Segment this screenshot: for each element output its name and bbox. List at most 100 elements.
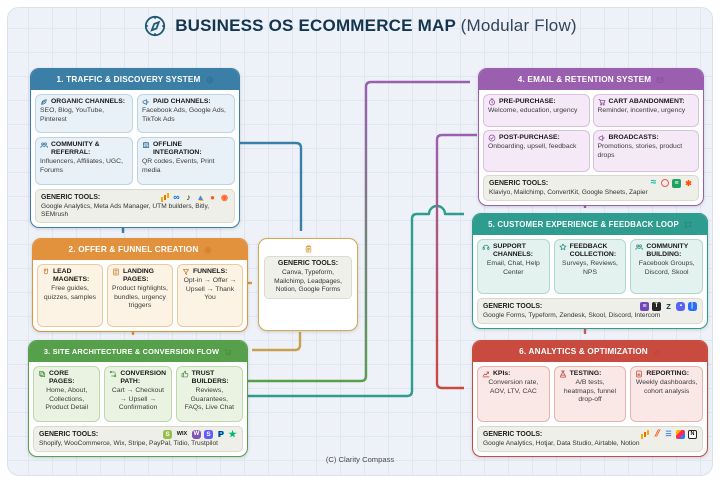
funnel-icon [182, 268, 190, 276]
compass-icon [143, 14, 167, 38]
cart-icon [598, 98, 606, 106]
shopify-icon [163, 429, 172, 439]
box-3-header: 3. SITE ARCHITECTURE & CONVERSION FLOW [29, 341, 247, 362]
layers-icon [38, 370, 46, 378]
card-cart-abandonment: CART ABANDONMENT: Reminder, incentive, u… [592, 94, 699, 128]
box-4-title: 4. EMAIL & RETENTION SYSTEM [517, 75, 652, 84]
globe-icon [206, 76, 214, 84]
box-5-tool-icons [640, 301, 697, 311]
megaphone-icon [598, 134, 606, 142]
box-1-tool-icons [160, 193, 229, 202]
typeform-icon [652, 301, 661, 311]
box-3-generic-tools: GENERIC TOOLS: Shopify, WooCommerce, Wix… [33, 425, 243, 452]
chat-bubble-icon [684, 221, 692, 229]
timer-icon [488, 98, 496, 106]
card-trust-builders: TRUST BUILDERS: Reviews, Guarantees, FAQ… [175, 366, 243, 422]
page-icon [112, 268, 120, 276]
box-6-title: 6. ANALYTICS & OPTIMIZATION [519, 347, 648, 356]
title-main: BUSINESS OS ECOMMERCE MAP [175, 16, 456, 35]
box-2-offer-funnel: 2. OFFER & FUNNEL CREATION LEAD MAGNETS:… [32, 238, 248, 332]
hotjar-icon [652, 430, 661, 439]
box-5-header: 5. CUSTOMER EXPERIENCE & FEEDBACK LOOP [473, 214, 707, 235]
card-funnels: FUNNELS: Opt-in → Offer → Upsell → Thank… [177, 264, 243, 327]
flask-icon [559, 370, 567, 378]
box-6-generic-tools: GENERIC TOOLS: Google Analytics, Hotjar,… [477, 425, 703, 452]
card-community-building: COMMUNITY BUILDING: Facebook Groups, Dis… [630, 239, 703, 294]
route-icon [109, 370, 117, 378]
box-5-customer-experience: 5. CUSTOMER EXPERIENCE & FEEDBACK LOOP S… [472, 213, 708, 329]
box-4-email-retention: 4. EMAIL & RETENTION SYSTEM PRE-PURCHASE… [478, 68, 704, 206]
people-icon [635, 243, 643, 251]
box-1-header: 1. TRAFFIC & DISCOVERY SYSTEM [31, 69, 239, 90]
tiktok-icon [184, 193, 193, 202]
google-analytics-icon [640, 430, 649, 439]
star-icon [559, 243, 567, 251]
card-paid-channels: PAID CHANNELS: Facebook Ads, Google Ads,… [137, 94, 235, 134]
zendesk-icon [664, 302, 673, 311]
box-3-tool-icons [163, 429, 237, 439]
intercom-icon [688, 301, 697, 311]
box-6-analytics-optimization: 6. ANALYTICS & OPTIMIZATION KPIs: Conver… [472, 340, 708, 457]
card-pre-purchase: PRE-PURCHASE: Welcome, education, urgenc… [483, 94, 590, 128]
box-1-title: 1. TRAFFIC & DISCOVERY SYSTEM [56, 75, 201, 84]
box-1-traffic-discovery: 1. TRAFFIC & DISCOVERY SYSTEM ORGANIC CH… [30, 68, 240, 228]
card-offline-integration: OFFLINE INTEGRATION: QR codes, Events, P… [137, 137, 235, 185]
report-icon [635, 370, 643, 378]
paypal-icon [216, 430, 225, 439]
mailchimp-icon [661, 179, 669, 188]
box-1-generic-tools: GENERIC TOOLS: Google Analytics, Meta Ad… [35, 188, 235, 223]
storefront-icon [142, 141, 150, 149]
card-organic-channels: ORGANIC CHANNELS: SEO, Blog, YouTube, Pi… [35, 94, 133, 134]
mid-generic-tools-box: GENERIC TOOLS: Canva, Typeform, Mailchim… [258, 238, 358, 331]
card-reporting: REPORTING: Weekly dashboards, cohort ana… [630, 366, 703, 422]
card-community-referral: COMMUNITY & REFERRAL: Influencers, Affil… [35, 137, 133, 185]
box-5-generic-tools: GENERIC TOOLS: Google Forms, Typeform, Z… [477, 297, 703, 324]
card-landing-pages: LANDING PAGES: Product highlights, bundl… [107, 264, 173, 327]
mid-tools-panel: GENERIC TOOLS: Canva, Typeform, Mailchim… [264, 256, 352, 299]
box-3-title: 3. SITE ARCHITECTURE & CONVERSION FLOW [43, 347, 220, 356]
page-title: BUSINESS OS ECOMMERCE MAP (Modular Flow) [0, 14, 720, 38]
semrush-icon [220, 193, 229, 202]
google-ads-icon [196, 193, 205, 202]
megaphone-icon [142, 98, 150, 106]
card-kpis: KPIs: Conversion rate, AOV, LTV, CAC [477, 366, 550, 422]
target-icon [204, 246, 212, 254]
box-2-title: 2. OFFER & FUNNEL CREATION [68, 245, 199, 254]
headset-icon [482, 243, 490, 251]
copyright-text: (C) Clarity Compass [325, 455, 395, 464]
cart-icon [224, 348, 232, 356]
clipboard-icon [302, 245, 315, 253]
mail-icon [656, 76, 664, 84]
zapier-icon [684, 179, 693, 188]
box-4-tool-icons [649, 178, 693, 188]
box-3-site-architecture: 3. SITE ARCHITECTURE & CONVERSION FLOW C… [28, 340, 248, 457]
google-forms-icon [640, 301, 649, 311]
box-5-title: 5. CUSTOMER EXPERIENCE & FEEDBACK LOOP [488, 220, 679, 229]
chart-up-icon [482, 370, 490, 378]
leaf-icon [40, 98, 48, 106]
trustpilot-icon [228, 430, 237, 439]
thumbs-up-icon [181, 370, 189, 378]
bitly-icon [208, 193, 217, 202]
stripe-icon [204, 429, 213, 439]
card-feedback-collection: FEEDBACK COLLECTION: Surveys, Reviews, N… [553, 239, 627, 294]
card-conversion-path: CONVERSION PATH: Cart → Checkout → Upsel… [104, 366, 172, 422]
meta-icon [172, 193, 181, 202]
woo-icon [192, 429, 201, 439]
card-broadcasts: BROADCASTS: Promotions, stories, product… [592, 130, 699, 172]
bar-chart-icon [653, 348, 661, 356]
magnet-icon [42, 268, 50, 276]
box-4-generic-tools: GENERIC TOOLS: Klaviyo, Mailchimp, Conve… [483, 174, 699, 201]
check-circle-icon [488, 134, 496, 142]
box-6-header: 6. ANALYTICS & OPTIMIZATION [473, 341, 707, 362]
card-post-purchase: POST-PURCHASE: Onboarding, upsell, feedb… [483, 130, 590, 172]
google-sheets-icon [672, 178, 681, 188]
google-analytics-icon [160, 193, 169, 202]
title-sub: (Modular Flow) [460, 16, 577, 35]
klaviyo-icon [649, 179, 658, 188]
card-lead-magnets: LEAD MAGNETS: Free guides, quizzes, samp… [37, 264, 103, 327]
card-support-channels: SUPPORT CHANNELS: Email, Chat, Help Cent… [477, 239, 550, 294]
discord-icon [676, 301, 685, 311]
notion-icon [688, 429, 697, 439]
